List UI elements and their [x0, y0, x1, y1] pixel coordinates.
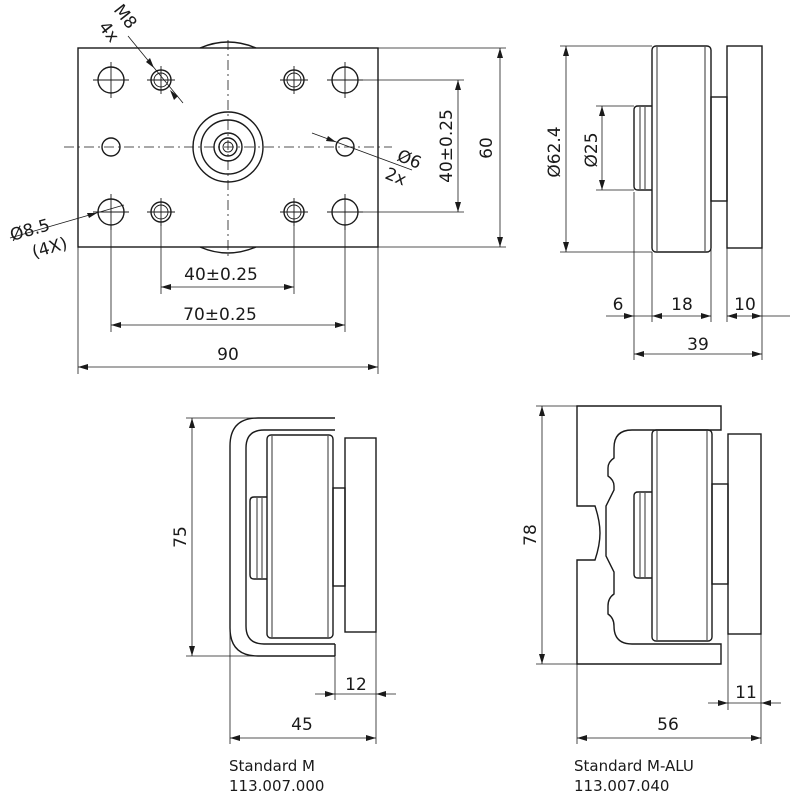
pin-holes-d6 — [101, 137, 355, 157]
dim-d624: Ø62.4 — [545, 126, 565, 177]
alu-wheel — [651, 429, 713, 642]
side-view: Ø62.4 Ø25 6 18 10 39 — [545, 45, 790, 360]
standard-m-code: 113.007.000 — [229, 777, 324, 795]
standard-m-alu-code: 113.007.040 — [574, 777, 669, 795]
dim-56: 56 — [657, 715, 679, 735]
dim-90: 90 — [217, 345, 239, 365]
dim-6: 6 — [613, 295, 624, 315]
d85-leader — [9, 204, 125, 239]
side-wheel — [651, 45, 712, 253]
standard-m-alu-name: Standard M-ALU — [574, 757, 694, 775]
standard-m-alu-view: 78 11 56 Standard M-ALU 113.007.040 — [521, 405, 781, 795]
alu-housing — [576, 405, 722, 665]
dim-60: 60 — [477, 137, 497, 159]
dim-39: 39 — [687, 335, 709, 355]
standard-m-view: 75 12 45 Standard M 113.007.000 — [171, 417, 396, 795]
side-hub — [710, 96, 728, 202]
m-wheel — [266, 434, 334, 639]
m-boss — [249, 496, 267, 580]
dim-70: 70±0.25 — [183, 305, 257, 325]
dim-45: 45 — [291, 715, 313, 735]
standard-m-name: Standard M — [229, 757, 315, 775]
side-boss — [633, 105, 652, 191]
dim-40-horizontal: 40±0.25 — [184, 265, 258, 285]
dim-75: 75 — [171, 526, 191, 548]
alu-boss — [633, 491, 652, 579]
wheel-bottom-edge — [199, 246, 257, 254]
bracket-inner — [245, 429, 335, 645]
dim-12: 12 — [345, 675, 367, 695]
dim-11: 11 — [735, 683, 757, 703]
dim-18: 18 — [671, 295, 693, 315]
central-hub — [192, 111, 264, 183]
m8-leader — [127, 35, 184, 104]
alu-plate — [727, 433, 762, 635]
m-plate — [344, 437, 377, 633]
dim-d25: Ø25 — [582, 132, 602, 167]
top-view: M8 4x Ø6 2x Ø8.5 (4X) 40±0.25 60 40±0.25 — [8, 1, 506, 374]
threaded-holes-m8 — [147, 66, 308, 226]
side-plate — [726, 45, 763, 249]
dim-40-vertical: 40±0.25 — [437, 109, 457, 183]
through-holes — [93, 62, 363, 230]
dim-78: 78 — [521, 524, 541, 546]
bracket-outer — [229, 417, 335, 657]
dim-10: 10 — [734, 295, 756, 315]
